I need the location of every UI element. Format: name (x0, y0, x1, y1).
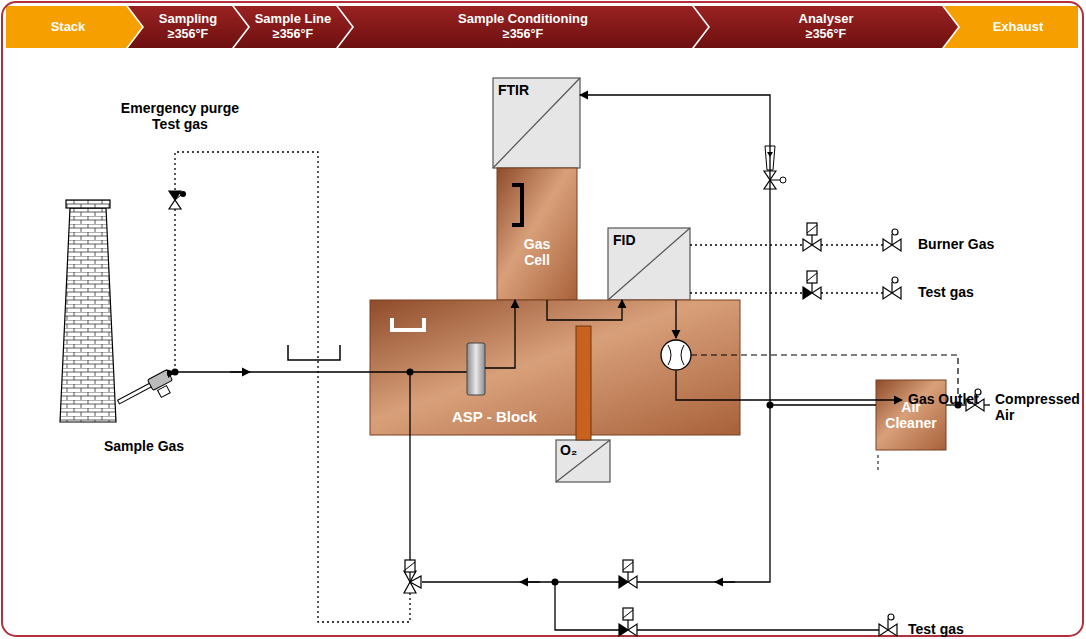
node-label: FID (613, 232, 636, 248)
analyser-box: FID (608, 228, 690, 300)
analyser-frame (493, 78, 580, 168)
stage-band: Sample Conditioning≥356°F (338, 6, 708, 48)
copper-block (370, 300, 740, 435)
process-lines (168, 300, 990, 630)
stage-label: ≥356°F (168, 27, 208, 41)
annotation-label: Emergency purge Test gas (110, 100, 250, 132)
stage-label: Exhaust (993, 20, 1044, 35)
filter-cylinder (467, 343, 485, 395)
analyser-diagonal (556, 440, 610, 482)
connectors (485, 95, 876, 405)
flowmeter (764, 146, 786, 189)
stage-band: Sampling≥356°F (128, 6, 248, 48)
heated-tray-icon (392, 318, 424, 330)
analyser-box: FTIR (493, 78, 580, 168)
valves (169, 191, 984, 636)
stage-chevron (944, 6, 1078, 48)
stage-label: Sample Line (255, 12, 332, 27)
annotation-label: Sample Gas (104, 438, 184, 454)
analyser-box: O₂ (556, 440, 610, 482)
analyser-frame (608, 228, 690, 300)
annotation-label: Test gas (908, 621, 964, 637)
stage-chevron (6, 6, 142, 48)
stage-chevron (694, 6, 958, 48)
node-shapes (6, 6, 1078, 482)
stage-chevron (128, 6, 248, 48)
process-block: ASP - Block (370, 300, 740, 435)
stage-label: Analyser (799, 12, 854, 27)
node-label: O₂ (560, 442, 577, 458)
stage-label: ≥356°F (503, 27, 543, 41)
stage-band: Stack (6, 6, 142, 48)
sample-pump (661, 340, 691, 370)
oxygen-sensor-tube (576, 326, 591, 440)
analyser-diagonal (493, 78, 580, 168)
stage-band: Sample Line≥356°F (234, 6, 352, 48)
process-block: Air Cleaner (876, 380, 946, 450)
sampling-probe (116, 370, 178, 417)
analyser-diagonal (608, 228, 690, 300)
node-label: ASP - Block (452, 408, 537, 425)
gas-cell-icon (512, 185, 522, 225)
stage-band: Analyser≥356°F (694, 6, 958, 48)
stage-label: ≥356°F (806, 27, 846, 41)
junction-dots (172, 369, 962, 586)
annotation-label: Gas Outlet (908, 391, 979, 407)
stage-chevron (234, 6, 352, 48)
stage-label: Sampling (159, 12, 218, 27)
stage-band: Exhaust (944, 6, 1078, 48)
flow-connector (580, 95, 876, 405)
annotation-label: Test gas (918, 284, 974, 300)
node-label: Gas Cell (515, 236, 559, 268)
flow-connector (485, 300, 515, 368)
stage-label: Sample Conditioning (458, 12, 588, 27)
process-block: Gas Cell (497, 168, 577, 300)
dashed-drain (878, 452, 879, 470)
flow-connector (547, 300, 622, 320)
dotted-purge-line (175, 152, 883, 622)
stack-illustration (60, 200, 116, 422)
copper-block (876, 380, 946, 450)
stage-label: Stack (51, 20, 86, 35)
copper-block (497, 168, 577, 300)
annotation-label: Compressed Air (995, 391, 1079, 423)
stage-chevron (338, 6, 708, 48)
node-label: FTIR (498, 82, 529, 98)
annotation-label: Burner Gas (918, 236, 994, 252)
analyser-frame (556, 440, 610, 482)
stage-label: ≥356°F (273, 27, 313, 41)
